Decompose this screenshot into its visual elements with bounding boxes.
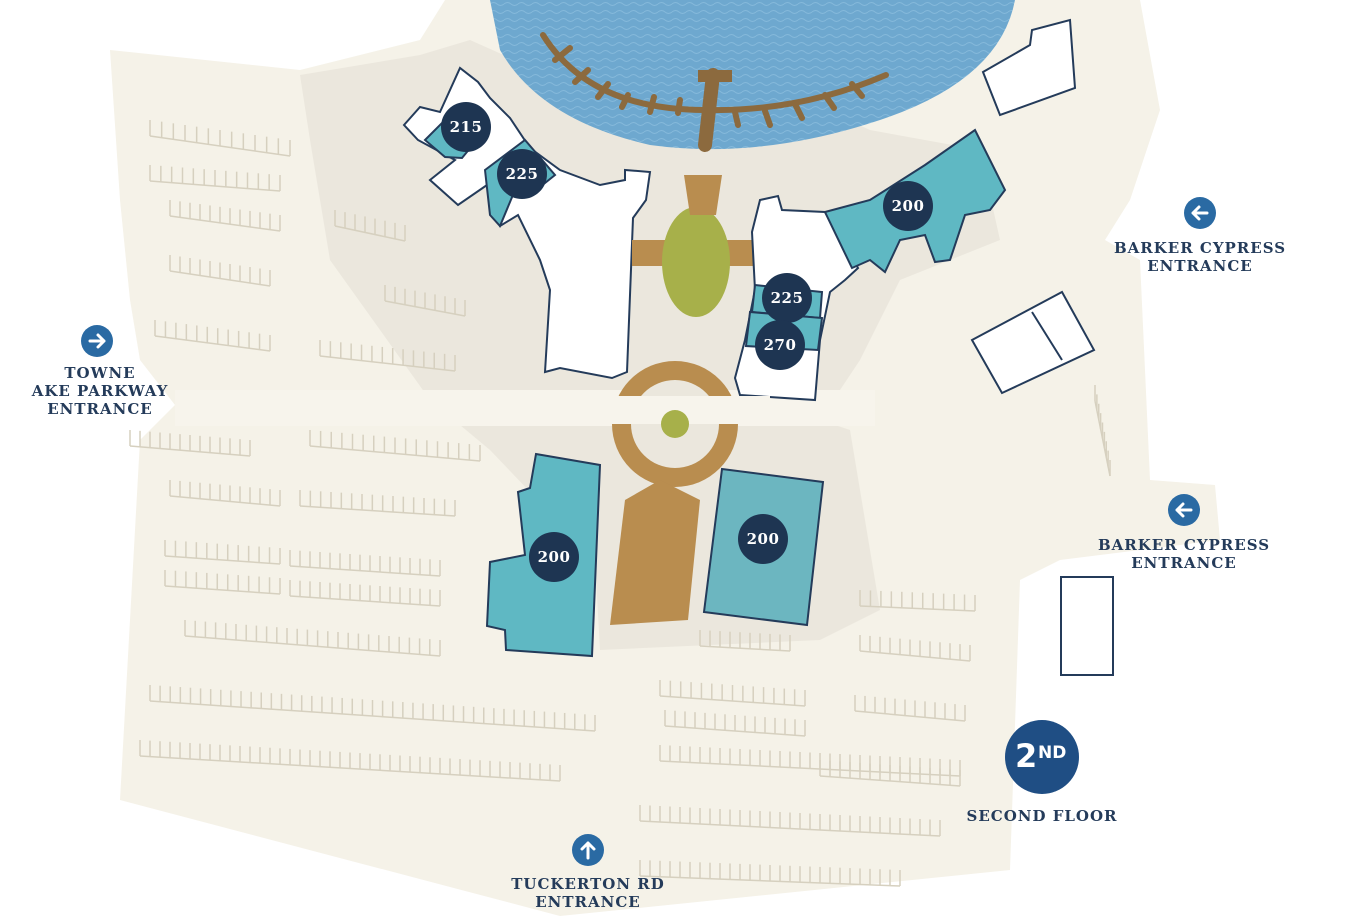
parking-stalls: [129, 120, 1111, 887]
suite-number: 225: [771, 289, 804, 307]
barker-cypress-north-entrance-button[interactable]: [1184, 197, 1216, 229]
entrance-line: BARKER CYPRESS: [1097, 536, 1271, 554]
arrow-left-icon: [1175, 502, 1193, 518]
lake: [490, 0, 1015, 150]
suite-badge-225[interactable]: 225: [497, 149, 547, 199]
suite-badge-circle: [755, 320, 805, 370]
entrance-line: ENTRANCE: [1131, 554, 1237, 572]
suite-badge-215[interactable]: 215: [441, 102, 491, 152]
floor-suffix: ND: [1038, 743, 1067, 763]
tuckerton-entrance-label: TUCKERTON RD ENTRANCE: [498, 875, 678, 911]
central-lawn: [662, 207, 730, 317]
barker-cypress-east-entrance-label: BARKER CYPRESS ENTRANCE: [1094, 536, 1274, 572]
entrance-line: ENTRANCE: [47, 400, 153, 418]
suite-badge-200[interactable]: 200: [529, 532, 579, 582]
suite-badge-circle: [441, 102, 491, 152]
lawn-entry-walk: [684, 175, 722, 215]
south-promenade: [610, 480, 700, 625]
entrance-line: TUCKERTON RD: [511, 875, 665, 893]
towne-lake-entrance-label: TOWNE AKE PARKWAY ENTRANCE: [20, 364, 180, 418]
arrow-left-icon: [1191, 205, 1209, 221]
barker-cypress-north-entrance-label: BARKER CYPRESS ENTRANCE: [1110, 239, 1290, 275]
suite-number: 270: [764, 336, 797, 354]
floor-number: 2: [1015, 737, 1038, 775]
suite-number: 200: [747, 530, 780, 548]
suite-number: 200: [892, 197, 925, 215]
tuckerton-entrance-button[interactable]: [572, 834, 604, 866]
entrance-line: ENTRANCE: [1147, 257, 1253, 275]
suite-badge-circle: [738, 514, 788, 564]
entrance-line: AKE PARKWAY: [31, 382, 169, 400]
suite-number: 215: [450, 118, 483, 136]
arrow-right-icon: [88, 333, 106, 349]
entrance-line: ENTRANCE: [535, 893, 641, 911]
suite-number: 200: [538, 548, 571, 566]
suite-badge-225[interactable]: 225: [762, 273, 812, 323]
barker-cypress-east-entrance-button[interactable]: [1168, 494, 1200, 526]
northeast-buildings: [970, 18, 1114, 676]
suite-badge-circle: [529, 532, 579, 582]
towne-lake-entrance-button[interactable]: [81, 325, 113, 357]
entrance-line: BARKER CYPRESS: [1113, 239, 1287, 257]
second-floor-button[interactable]: 2 ND: [1005, 720, 1079, 794]
suite-badge-200[interactable]: 200: [883, 181, 933, 231]
suite-badge-circle: [883, 181, 933, 231]
second-floor-caption: SECOND FLOOR: [966, 807, 1118, 825]
arrow-up-icon: [580, 841, 596, 860]
suite-badge-200[interactable]: 200: [738, 514, 788, 564]
entrance-line: TOWNE: [64, 364, 136, 382]
suite-badge-circle: [497, 149, 547, 199]
suite-badge-270[interactable]: 270: [755, 320, 805, 370]
roundabout: [580, 361, 770, 487]
suite-number: 225: [506, 165, 539, 183]
suite-badge-circle: [762, 273, 812, 323]
dock: [540, 32, 889, 152]
